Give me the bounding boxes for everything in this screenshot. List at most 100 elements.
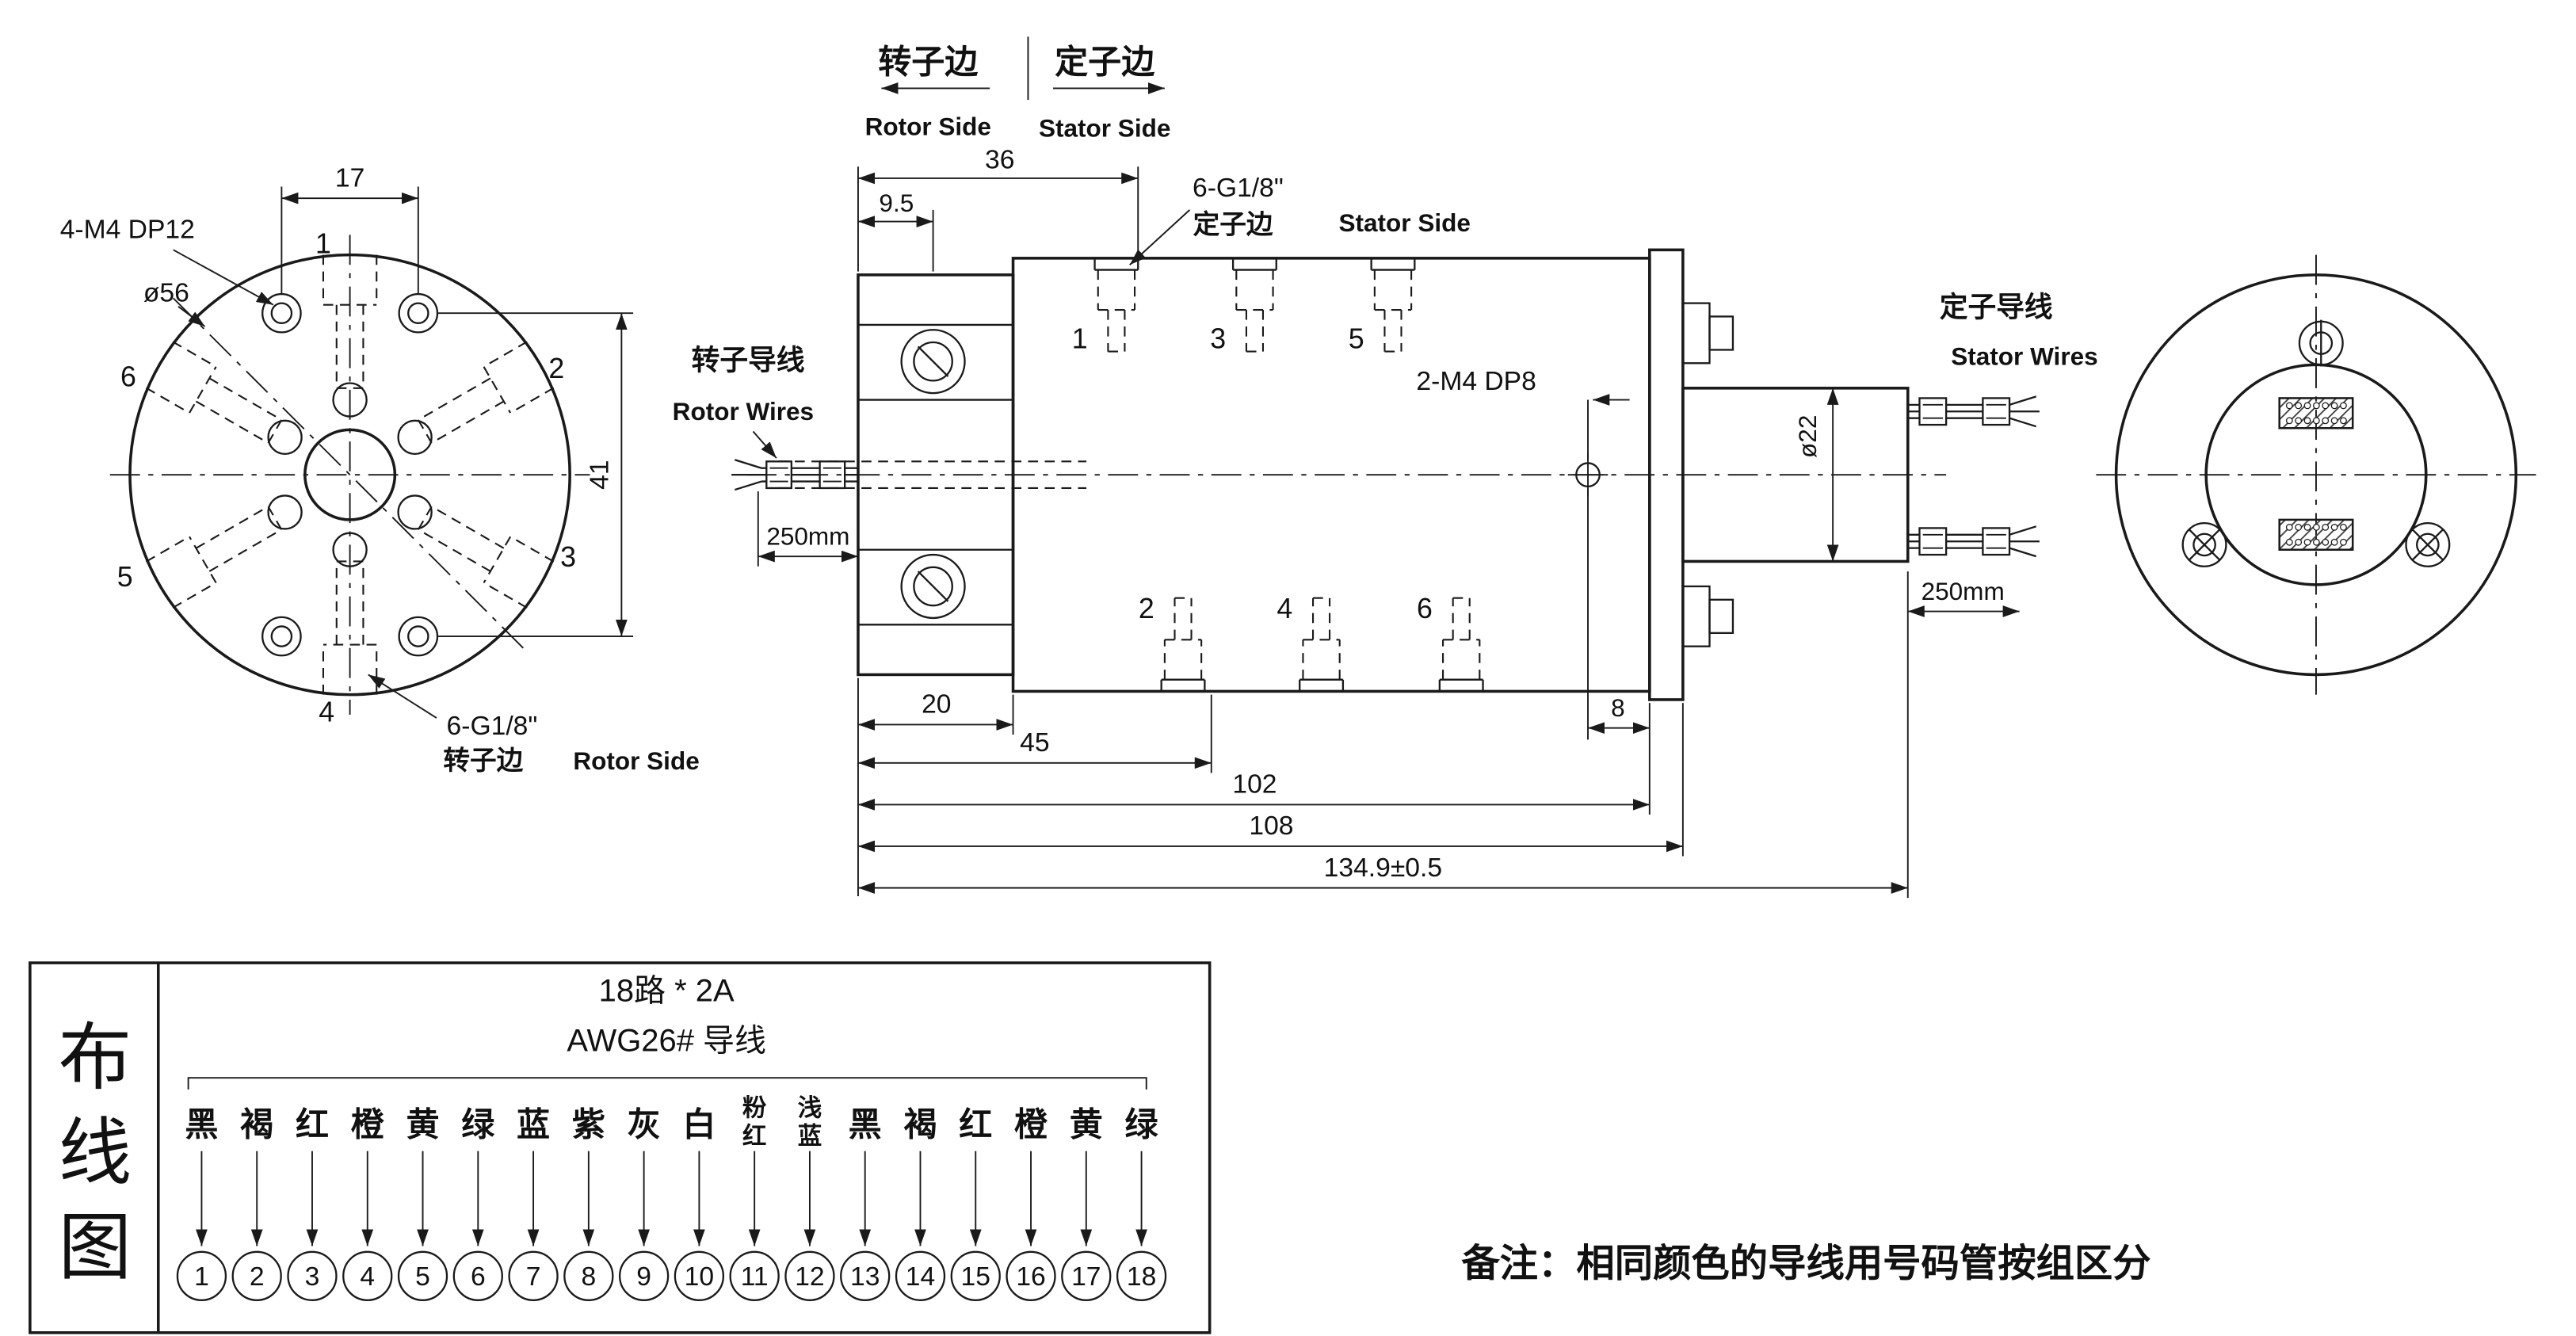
connector-pin-dot [2285,402,2293,410]
wire-terminal-circle [563,1250,614,1301]
wire-terminal-circle [287,1250,338,1301]
connector-pin-dot [2340,538,2347,546]
wire-terminal-circle [1061,1250,1112,1301]
centerline-diagonal [173,297,528,652]
wire-number: 3 [305,1262,320,1292]
dim-d22: ø22 [1793,415,1822,458]
legend-stator-side-en: Stator Side [1039,113,1170,142]
wire-color-label: 绿 [461,1106,495,1143]
stator-end-view [2096,254,2536,695]
body-port-number-2: 2 [1139,593,1154,624]
wire-number: 16 [1016,1262,1045,1292]
port-number-4: 4 [319,696,334,727]
dim-45: 45 [1020,728,1049,758]
wire-terminal-circle [729,1250,780,1301]
stator-connector-bottom [1681,585,1711,647]
connector-pin-dot [2295,538,2303,546]
wire-color-label: 绿 [1125,1106,1159,1143]
rotor-flange-outline [128,253,571,697]
g18-callout: 6-G1/8" [1193,174,1284,203]
connector-pin-dot [2303,538,2311,546]
stator-shaft [1681,387,1910,563]
wire-hole [267,419,303,456]
wire-color-label: 褐 [903,1106,937,1143]
note-text: 备注：相同颜色的导线用号码管按组区分 [1461,1242,2150,1284]
body-port-4 [1299,597,1345,693]
wire-color-label: 红 [742,1123,766,1150]
rotor-wire-bundle [731,459,858,491]
port-callout: 6-G1/8" [447,712,538,741]
body-port-1 [1093,257,1139,353]
wire-number: 8 [581,1262,596,1292]
stator-wire-bundle-top [1907,395,2040,428]
wire-terminal-circle [895,1250,946,1301]
legend-rotor-side-cn: 转子边 [878,44,979,81]
wiring-title-char-2: 线 [59,1111,132,1193]
wire-number: 12 [795,1262,824,1292]
port-number-6: 6 [120,361,136,393]
body-port-5 [1370,257,1416,353]
connector-pin-dot [2330,523,2338,531]
rotor-wires-leader [752,430,777,459]
dim-8: 8 [1611,693,1625,722]
wire-number: 11 [741,1262,769,1292]
wire-color-label: 黄 [1070,1106,1103,1143]
body-port-number-6: 6 [1417,593,1433,624]
wiring-title-char-3: 图 [59,1206,132,1288]
connector-pin-dot [2340,402,2347,410]
stator-wires-label-en: Stator Wires [1951,342,2097,370]
connector-pin-dot [2330,417,2338,425]
m4-tapped-hole [261,292,302,334]
wire-number: 9 [636,1262,651,1292]
connector-pin-dot [2340,417,2347,425]
body-port-number-5: 5 [1349,323,1364,354]
connector-pins [2285,402,2347,546]
wire-number: 5 [415,1262,430,1292]
wire-terminal-circle [1116,1250,1167,1301]
wire-hole [332,382,368,418]
connector-pin-dot [2295,523,2303,531]
wire-terminal-circle [342,1250,393,1301]
connector-pin-dot [2322,523,2330,531]
wire-color-label: 红 [296,1106,329,1143]
rotor-wires-label-en: Rotor Wires [673,397,814,426]
body-port-number-1: 1 [1072,323,1088,354]
connector-pin-dot [2303,417,2311,425]
thread-leader [173,249,274,306]
connector-pin-dot [2330,402,2338,410]
flange-screw [900,553,966,620]
stator-wire-bundle-bottom [1907,525,2040,558]
wire-number: 17 [1071,1262,1101,1292]
legend-rotor-side-en: Rotor Side [865,112,991,140]
wiring-spec-line1: 18路 * 2A [599,973,735,1008]
wire-number: 14 [906,1262,935,1292]
port-number-1: 1 [315,228,331,260]
body-port-2 [1160,597,1206,693]
m4-tapped-hole [398,616,439,657]
wire-terminal-circle [176,1250,227,1301]
wire-hole [397,494,433,530]
port-number-2: 2 [548,353,564,384]
g18-port-5 [145,494,289,609]
rotor-wires-label-cn: 转子导线 [692,345,805,376]
dim-rotor-250mm: 250mm [766,521,849,550]
direction-legend: 转子边 定子边 Rotor Side Stator Side [865,36,1170,142]
rotor-flange [857,273,1015,677]
wire-terminal-circle [508,1250,559,1301]
wire-number: 4 [360,1262,375,1292]
wire-terminal-circle [452,1250,503,1301]
wire-color-label: 褐 [240,1106,273,1143]
diameter-leader [177,306,206,327]
wire-color-label: 灰 [628,1106,661,1143]
wire-color-label: 红 [959,1106,992,1143]
wiring-box [29,961,1212,1334]
connector-pin-dot [2285,523,2293,531]
wire-color-label: 粉 [742,1095,767,1122]
wiring-spec-line2: AWG26# 导线 [567,1024,766,1059]
dim-41: 41 [586,460,615,489]
g18-port-2 [410,341,555,456]
connector-pin-dot [2322,402,2330,410]
g18-callout-en: Stator Side [1338,208,1470,237]
wire-number: 6 [471,1262,486,1292]
